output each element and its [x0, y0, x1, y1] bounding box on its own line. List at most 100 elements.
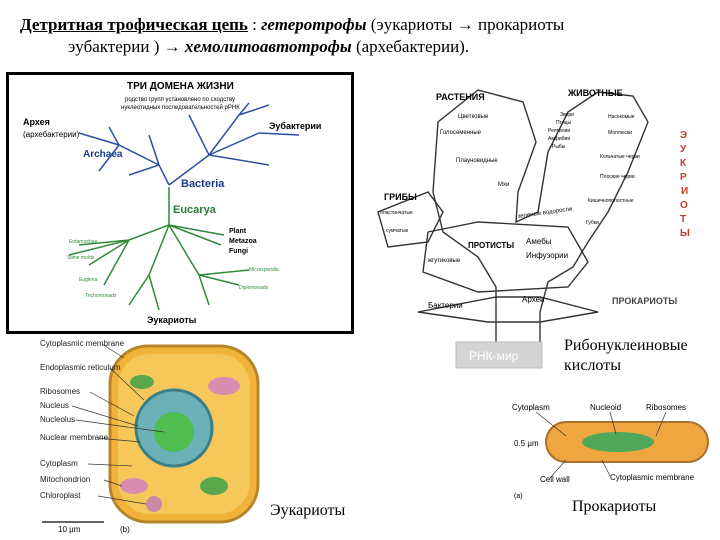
tree-subtitle-2: нуклеотидных последовательностей рРНК: [121, 104, 240, 111]
svg-text:Microsporidia: Microsporidia: [249, 267, 279, 273]
eucarya-label: Eucarya: [173, 204, 217, 216]
prok-ribosomes-label: Ribosomes: [646, 403, 686, 412]
eukaryotic-cell-figure: Cytoplasmic membrane Endoplasmic reticul…: [40, 339, 260, 534]
svg-text:Губки: Губки: [586, 220, 599, 226]
rna-world-box: [455, 341, 543, 369]
svg-text:Nucleolus: Nucleolus: [40, 415, 75, 424]
svg-text:Плоские черви: Плоские черви: [600, 174, 635, 180]
fungi-label: ГРИБЫ: [384, 192, 417, 202]
svg-text:Рыбы: Рыбы: [552, 144, 566, 150]
svg-text:Звери: Звери: [560, 112, 574, 118]
heading-heterotrophs: гетеротрофы: [261, 15, 367, 34]
prok-nucleoid-label: Nucleoid: [590, 403, 621, 412]
svg-text:Slime molds: Slime molds: [67, 255, 95, 261]
prokaryote-branches: [78, 102, 300, 186]
svg-text:О: О: [680, 200, 688, 211]
euk-scale-label: 10 µm: [58, 525, 81, 534]
svg-text:Ribosomes: Ribosomes: [40, 387, 80, 396]
animals-label: ЖИВОТНЫЕ: [567, 88, 623, 98]
svg-text:Trichomonads: Trichomonads: [85, 293, 117, 299]
archaea-ru-label: Архея: [23, 117, 50, 127]
svg-text:Ы: Ы: [680, 228, 690, 239]
algae-label: зеленые водоросли: [517, 206, 572, 220]
prok-panel-label: (a): [514, 493, 523, 500]
svg-text:Мхи: Мхи: [498, 182, 509, 188]
prokaryotes-caption: Прокариоты: [572, 498, 657, 515]
rna-world-label: РНК-мир: [469, 349, 519, 363]
metazoa-label: Metazoa: [229, 238, 257, 245]
svg-text:Кольчатые черви: Кольчатые черви: [600, 154, 640, 160]
svg-text:И: И: [681, 186, 688, 197]
svg-text:Насекомые: Насекомые: [608, 114, 635, 120]
flagellates-label: жгутиковые: [428, 258, 461, 264]
infusoria-label: Инфузории: [526, 251, 568, 260]
svg-text:Голосеменные: Голосеменные: [440, 130, 482, 136]
heading-chain-3: (архебактерии).: [351, 37, 470, 56]
fungi-group-labels: пластинчатые сумчатые: [380, 210, 413, 234]
eukaryotes-caption: Эукариоты: [270, 502, 346, 519]
svg-text:К: К: [680, 158, 687, 169]
archaea-label: Archaea: [83, 149, 123, 160]
svg-text:Euglena: Euglena: [79, 277, 98, 283]
heading-term: Детритная трофическая цепь: [20, 15, 248, 34]
eukaryotes-ru-label: Эукариоты: [147, 315, 197, 325]
svg-text:Цветковые: Цветковые: [458, 114, 489, 120]
svg-text:Nuclear membrane: Nuclear membrane: [40, 433, 109, 442]
svg-text:Птицы: Птицы: [556, 120, 572, 126]
mitochondrion-shape-2: [120, 478, 148, 494]
svg-text:Р: Р: [680, 172, 687, 183]
svg-text:Nucleus: Nucleus: [40, 401, 69, 410]
prok-cytoplasm-label: Cytoplasm: [512, 403, 550, 412]
prok-cell-wall-label: Cell wall: [540, 475, 570, 484]
fungi-label: Fungi: [229, 248, 248, 255]
heading-chemolitho: хемолитоавтотрофы: [184, 37, 352, 56]
svg-text:Кишечнополостные: Кишечнополостные: [588, 198, 634, 204]
euk-panel-label: (b): [120, 525, 130, 534]
prok-scale-label: 0.5 µm: [514, 439, 539, 448]
three-domains-panel: ТРИ ДОМЕНА ЖИЗНИ родство групп установле…: [6, 72, 354, 334]
svg-text:Cytoplasmic membrane: Cytoplasmic membrane: [40, 339, 125, 348]
svg-text:Chloroplast: Chloroplast: [40, 491, 81, 500]
chloroplast-shape: [200, 477, 228, 495]
vesicle-shape: [146, 496, 162, 512]
eukaryotic-label-leaders: [71, 343, 165, 505]
bacteria-ru-label: Эубактерии: [269, 121, 321, 131]
svg-text:Diplomonads: Diplomonads: [239, 285, 269, 291]
eukaryotes-vertical-label: Э У К Р И О Т Ы: [680, 130, 690, 239]
prokaryotic-cell-figure: Cytoplasm Nucleoid Ribosomes 0.5 µm Cell…: [512, 403, 709, 500]
heading-chain-1: (эукариоты → прокариоты: [366, 15, 565, 34]
plants-label: РАСТЕНИЯ: [436, 92, 485, 102]
eukaryote-branches: [68, 187, 250, 311]
svg-text:Рептилии: Рептилии: [548, 128, 570, 134]
animal-group-labels: Звери Птицы Рептилии Амфибии Рыбы Насеко…: [548, 112, 640, 226]
ribonucleic-caption: Рибонуклеиновые кислоты: [564, 337, 688, 374]
prok-membrane-label: Cytoplasmic membrane: [610, 473, 695, 482]
svg-text:Амфибии: Амфибии: [548, 136, 570, 142]
svg-text:Плауновидные: Плауновидные: [456, 158, 498, 164]
svg-text:Э: Э: [680, 130, 687, 141]
chloroplast-shape-2: [130, 375, 154, 389]
slide-heading: Детритная трофическая цепь : гетеротрофы…: [20, 14, 710, 58]
svg-text:Моллюски: Моллюски: [608, 130, 632, 136]
tree-outline: [377, 89, 649, 352]
svg-text:Entamoebae: Entamoebae: [69, 239, 98, 245]
tree-subtitle-1: родство групп установлено по сходству: [125, 97, 235, 103]
heading-sep: :: [247, 15, 262, 34]
nucleolus-shape: [154, 412, 194, 452]
plant-label: Plant: [229, 228, 247, 235]
prok-label-leaders: [535, 411, 667, 479]
prokaryotes-label: ПРОКАРИОТЫ: [612, 296, 677, 306]
protists-label: ПРОТИСТЫ: [468, 241, 514, 250]
heading-chain-2: эубактерии ) →: [68, 37, 185, 56]
svg-text:У: У: [680, 144, 687, 155]
prok-nucleoid-shape: [582, 432, 654, 452]
svg-text:Cytoplasm: Cytoplasm: [40, 459, 78, 468]
amoebae-label: Амебы: [526, 237, 552, 246]
svg-text:сумчатые: сумчатые: [386, 228, 409, 234]
phylogeny-tree-svg: ТРИ ДОМЕНА ЖИЗНИ родство групп установле…: [23, 81, 321, 325]
plant-group-labels: Цветковые Голосеменные Плауновидные Мхи: [440, 114, 509, 188]
svg-text:Endoplasmic reticulum: Endoplasmic reticulum: [40, 363, 121, 372]
archaea-label: Археи: [522, 295, 545, 304]
svg-text:Mitochondrion: Mitochondrion: [40, 475, 90, 484]
